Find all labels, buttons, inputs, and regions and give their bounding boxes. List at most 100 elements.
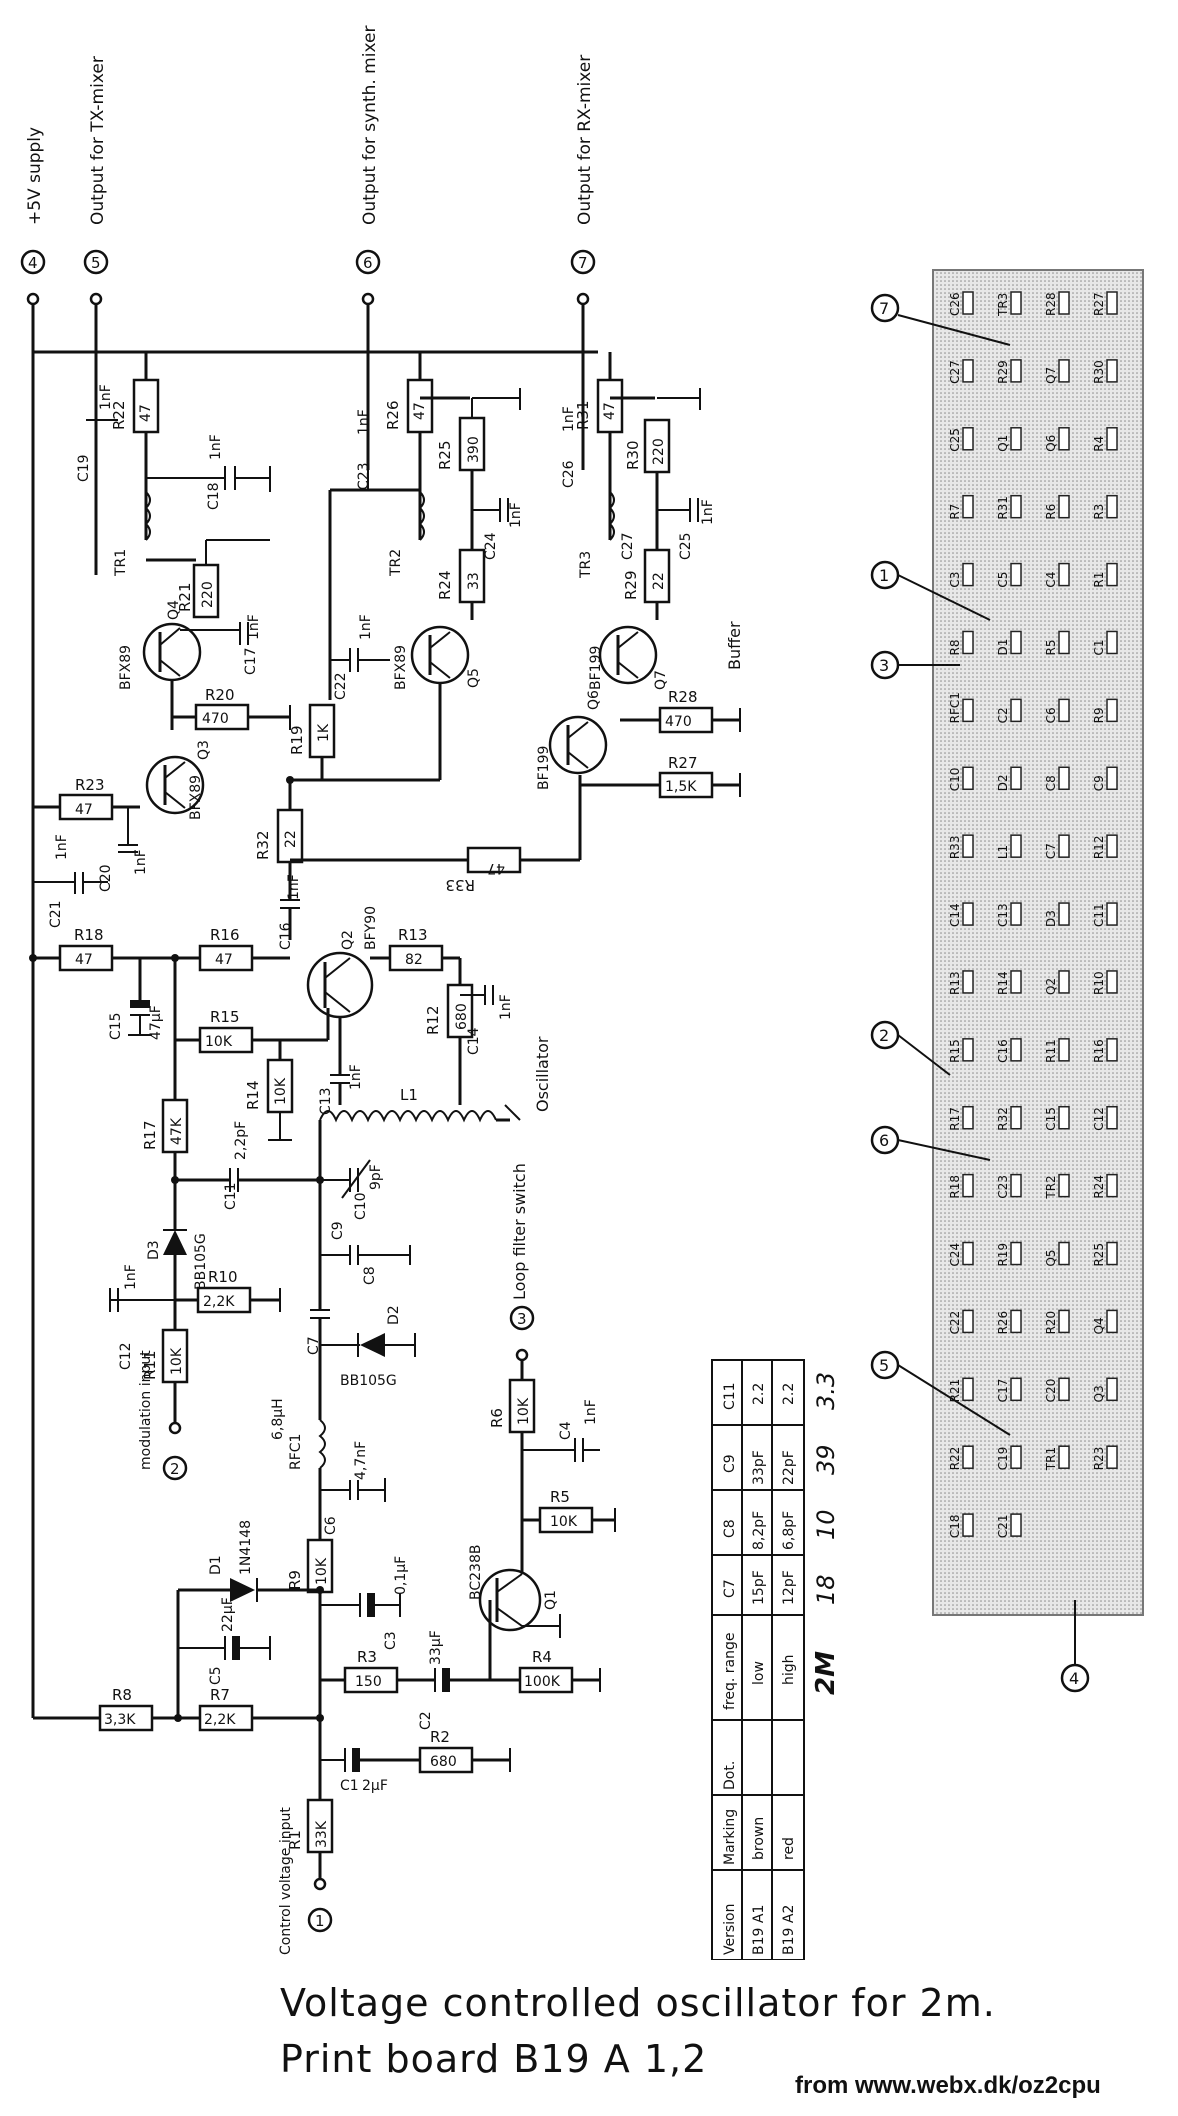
svg-text:680: 680 [430, 1754, 457, 1770]
svg-text:1nF: 1nF [356, 409, 372, 435]
svg-text:R3: R3 [357, 1648, 377, 1666]
terminal-1[interactable]: 1 Control voltage input [278, 1807, 333, 1955]
board-label-d3: D3 [1044, 910, 1058, 927]
board-part-d3 [1058, 902, 1070, 926]
board-part-r27 [1106, 291, 1118, 315]
svg-text:BF199: BF199 [588, 646, 604, 690]
board-label-c24: C24 [948, 1243, 962, 1267]
vco-schematic: 4 +5V supply 5 Output for TX-mixer 6 Out… [20, 26, 1144, 1960]
svg-text:47: 47 [215, 952, 233, 968]
board-part-r7 [962, 494, 974, 519]
terminal-4[interactable]: 4 +5V supply [20, 127, 46, 306]
svg-text:C26: C26 [561, 460, 577, 488]
board-part-c6 [1058, 698, 1070, 723]
svg-text:2µF: 2µF [362, 1778, 388, 1794]
svg-text:R14: R14 [244, 1080, 262, 1110]
board-label-c26: C26 [948, 292, 962, 316]
svg-text:C14: C14 [466, 1027, 482, 1055]
terminal-7[interactable]: 7 Output for RX-mixer [570, 55, 596, 306]
board-label-d1: D1 [996, 639, 1010, 656]
svg-text:RFC1: RFC1 [288, 1434, 304, 1470]
svg-text:47K: 47K [169, 1117, 185, 1145]
terminal-4-label: +5V supply [25, 127, 45, 225]
board-label-d2: D2 [996, 774, 1010, 791]
version-table: Version Marking Dot. freq. range C7 C8 C… [711, 1359, 841, 1960]
svg-text:1nF: 1nF [583, 1399, 599, 1425]
handwritten-notes: 2M 18 10 39 3.3 [811, 1372, 841, 1695]
svg-text:C7: C7 [722, 1579, 738, 1598]
svg-text:1: 1 [879, 566, 889, 585]
svg-text:2: 2 [879, 1026, 889, 1045]
control-stage: R8 3,3K R7 2,2K D1 1N4148 C5 22µF C3 0,1… [33, 1348, 616, 1891]
oscillator-stage: C16 1nF Q2 BFY90 R16 47 R13 82 R12 680 C… [175, 874, 552, 1880]
board-part-c19 [1010, 1445, 1022, 1469]
svg-text:470: 470 [665, 714, 692, 730]
board-label-r12: R12 [1092, 836, 1106, 860]
version-table-row: B19 A1 brown low 15pF 8,2pF 33pF 2.2 [751, 1383, 767, 1955]
svg-text:5: 5 [91, 254, 101, 272]
svg-text:R31: R31 [574, 400, 592, 430]
board-callout-2: 2 [870, 1020, 900, 1050]
board-label-r9: R9 [1092, 707, 1106, 723]
board-label-r13: R13 [948, 971, 962, 995]
svg-text:1nF: 1nF [508, 502, 524, 528]
svg-text:6: 6 [363, 254, 373, 272]
svg-text:39: 39 [812, 1444, 840, 1475]
terminal-6[interactable]: 6 Output for synth. mixer [355, 26, 381, 306]
svg-text:BFY90: BFY90 [363, 906, 379, 950]
board-callout-6: 6 [870, 1125, 900, 1155]
supply-rail [31, 300, 598, 1718]
board-label-c5: C5 [996, 572, 1010, 588]
board-label-r1: R1 [1092, 572, 1106, 588]
board-part-c14 [962, 902, 974, 926]
svg-text:220: 220 [651, 438, 667, 465]
r11 [161, 1328, 189, 1384]
board-label-c2: C2 [996, 707, 1010, 723]
r32 [276, 808, 304, 864]
svg-text:C19: C19 [76, 454, 92, 482]
r19 [308, 703, 336, 759]
svg-text:390: 390 [466, 436, 482, 463]
q6-transistor [548, 715, 608, 775]
board-part-r32 [1010, 1105, 1022, 1130]
terminal-5[interactable]: 5 Output for TX-mixer [83, 56, 109, 306]
svg-text:R15: R15 [210, 1008, 240, 1026]
terminal-3[interactable]: 3 [509, 1305, 535, 1331]
board-part-r6 [1058, 494, 1070, 519]
svg-text:D3: D3 [146, 1240, 162, 1260]
svg-text:7: 7 [879, 299, 889, 318]
svg-text:12pF: 12pF [781, 1570, 797, 1605]
svg-text:C8: C8 [722, 1519, 738, 1538]
svg-text:R26: R26 [384, 400, 402, 430]
svg-text:C9: C9 [722, 1454, 738, 1473]
board-part-r9 [1106, 698, 1118, 723]
board-callout-3: 3 [870, 650, 900, 680]
board-part-c26 [962, 291, 974, 315]
r13 [388, 944, 444, 972]
r7 [198, 1704, 254, 1732]
board-part-c3 [962, 562, 974, 587]
terminal-2[interactable]: 2 modulation input [138, 1350, 188, 1481]
svg-text:brown: brown [751, 1817, 767, 1860]
board-label-q2: Q2 [1044, 978, 1058, 995]
board-part-c17 [1010, 1377, 1022, 1402]
svg-text:33µF: 33µF [428, 1630, 444, 1665]
svg-text:47: 47 [487, 860, 505, 876]
board-label-r5: R5 [1044, 639, 1058, 655]
figure-caption: Voltage controlled oscillator for 2m. Pr… [280, 1975, 996, 2087]
svg-text:10K: 10K [273, 1077, 289, 1105]
board-label-q3: Q3 [1092, 1385, 1106, 1402]
board-label-c12: C12 [1092, 1107, 1106, 1131]
svg-text:C27: C27 [620, 532, 636, 560]
svg-text:2,2K: 2,2K [203, 1294, 235, 1310]
board-part-tr2 [1058, 1173, 1070, 1198]
board-label-r32: R32 [996, 1107, 1010, 1131]
svg-text:BC238B: BC238B [468, 1545, 484, 1600]
svg-text:C24: C24 [483, 532, 499, 560]
board-part-c4 [1058, 562, 1070, 587]
board-part-r26 [1010, 1309, 1022, 1334]
svg-text:R8: R8 [112, 1686, 132, 1704]
svg-text:R20: R20 [205, 686, 235, 704]
board-label-c22: C22 [948, 1311, 962, 1335]
svg-text:1nF: 1nF [54, 834, 70, 860]
